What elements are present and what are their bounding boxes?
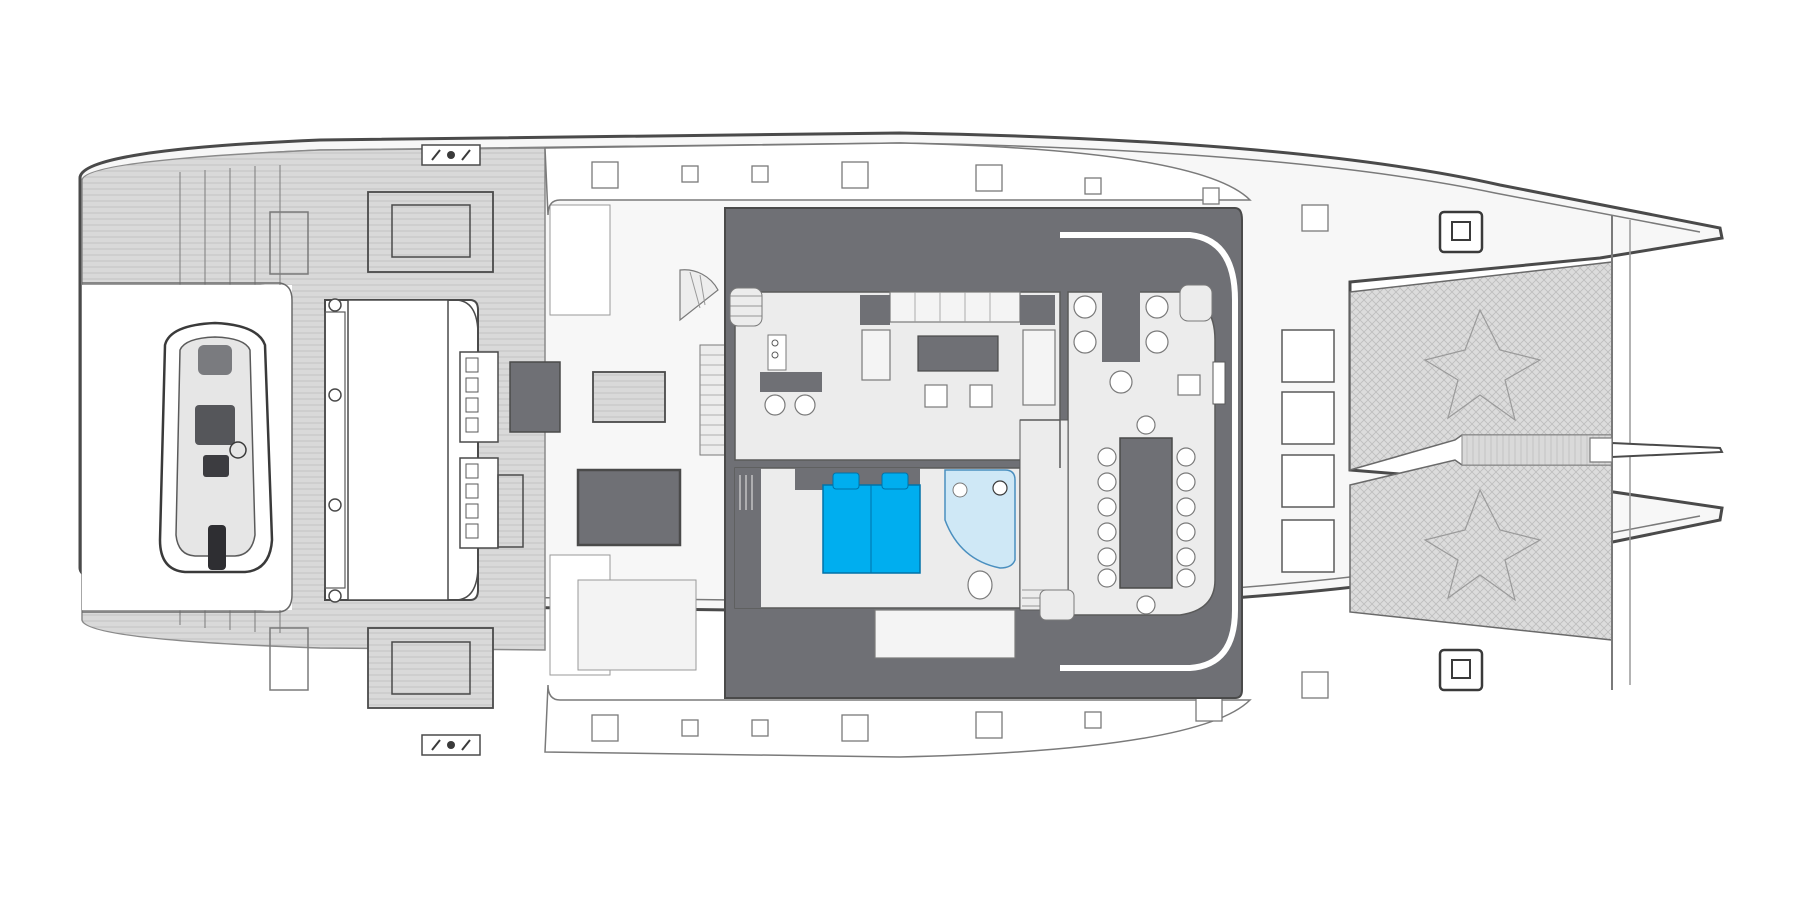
bow-cleats	[1438, 210, 1484, 692]
aft-sunbeds	[367, 191, 494, 709]
galley-steps	[729, 287, 763, 327]
dining-area	[1039, 284, 1226, 621]
winch-icons	[421, 144, 481, 756]
dining-table	[1119, 437, 1173, 589]
spiral-stair-icon	[679, 269, 719, 322]
aft-lounge-sofa	[324, 298, 479, 603]
aft-steps-port	[179, 165, 281, 285]
bowsprit	[1589, 215, 1724, 690]
trampoline-nets	[1349, 261, 1613, 641]
master-cabin	[735, 419, 1061, 659]
tender-icon	[158, 321, 274, 574]
aft-cockpit	[459, 204, 726, 676]
foredeck-hatches	[1281, 329, 1335, 573]
galley	[729, 287, 1056, 416]
deck-hatches	[591, 161, 1329, 742]
side-decks	[544, 142, 1252, 758]
